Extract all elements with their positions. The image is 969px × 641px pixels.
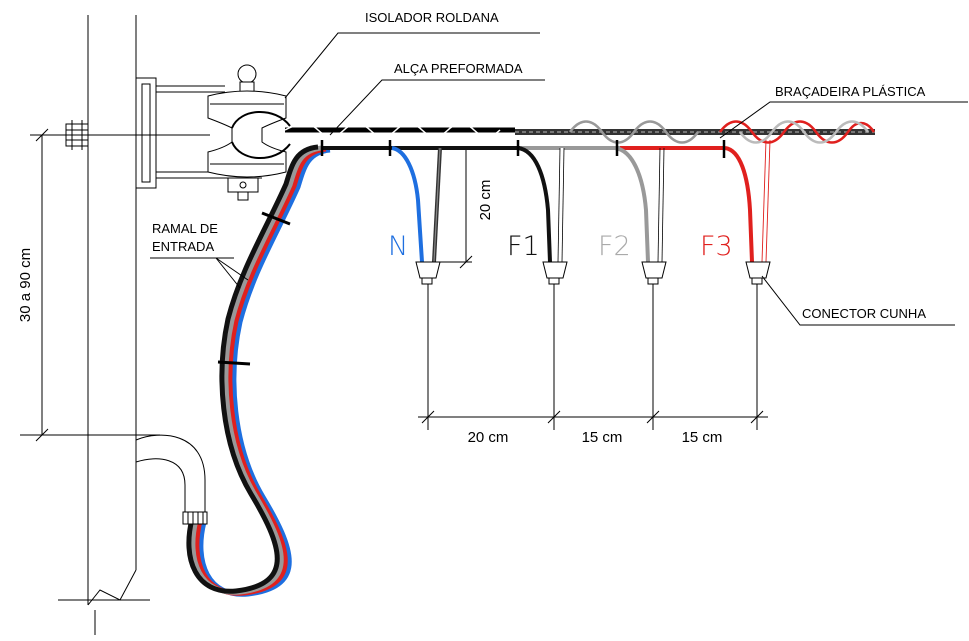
connector-n bbox=[415, 261, 441, 285]
callout-leaders bbox=[150, 32, 968, 326]
label-f2: F2 bbox=[598, 231, 631, 262]
conductor-f3 bbox=[724, 146, 754, 263]
connector-f1 bbox=[542, 261, 568, 285]
label-isolador-roldana: ISOLADOR ROLDANA bbox=[365, 10, 499, 25]
span-f1-f2-label: 15 cm bbox=[582, 429, 623, 446]
connector-f3 bbox=[745, 261, 771, 285]
conduit bbox=[135, 434, 208, 525]
dimension-height bbox=[20, 128, 160, 442]
bracket bbox=[58, 77, 262, 201]
dimension-drop-label: 20 cm bbox=[477, 180, 494, 221]
dimension-height-label: 30 a 90 cm bbox=[17, 248, 34, 322]
service-drop bbox=[186, 144, 331, 597]
label-n: N bbox=[388, 231, 408, 262]
wedge-connectors bbox=[415, 261, 771, 285]
label-f1: F1 bbox=[507, 231, 540, 262]
label-bracadeira-plastica: BRAÇADEIRA PLÁSTICA bbox=[775, 84, 926, 99]
label-conector-cunha: CONECTOR CUNHA bbox=[802, 306, 926, 321]
label-ramal-line1: RAMAL DE bbox=[152, 221, 218, 236]
label-f3: F3 bbox=[700, 231, 733, 262]
dimension-spacing bbox=[418, 284, 768, 430]
conductor-n bbox=[391, 146, 424, 263]
span-n-f1-label: 20 cm bbox=[468, 429, 509, 446]
conductor-branches bbox=[320, 139, 771, 263]
label-alca-preformada: ALÇA PREFORMADA bbox=[394, 61, 523, 76]
conductor-f1 bbox=[517, 146, 552, 263]
multiplex-cable bbox=[515, 120, 876, 144]
conductor-f2 bbox=[614, 146, 650, 263]
span-f2-f3-label: 15 cm bbox=[682, 429, 723, 446]
insulator-icon bbox=[207, 64, 287, 178]
label-ramal-line2: ENTRADA bbox=[152, 239, 214, 254]
preformed-grip bbox=[231, 111, 515, 159]
dimension-drop bbox=[440, 150, 473, 269]
connector-f2 bbox=[641, 261, 667, 285]
